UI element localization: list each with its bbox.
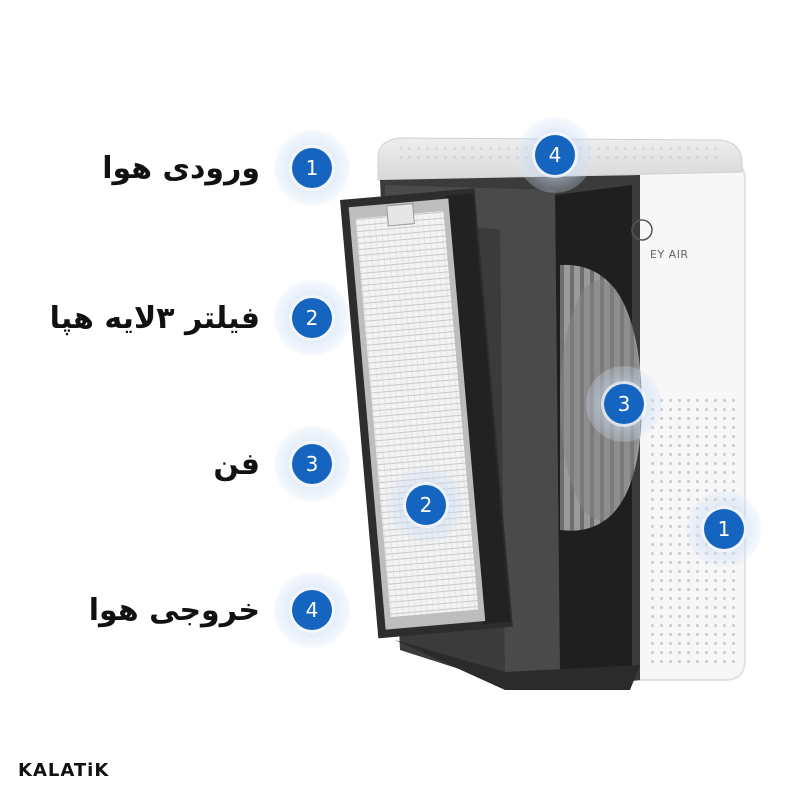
callout-outlet: 4 (517, 117, 593, 193)
callout-badge-1: 1 (704, 509, 744, 549)
callout-inlet: 1 (686, 491, 762, 567)
callout-badge-3: 3 (604, 384, 644, 424)
legend-label-fan: فن (213, 446, 260, 482)
legend-badge-3: 3 (292, 444, 332, 484)
legend-item-3: فن 3 (150, 426, 350, 502)
legend-badge-halo: 4 (274, 572, 350, 648)
brand-logo-circle (631, 219, 653, 241)
watermark-logo: KALATiK (18, 760, 110, 781)
legend-badge-4: 4 (292, 590, 332, 630)
legend-label-air-inlet: ورودی هوا (102, 150, 260, 186)
door-panel (385, 185, 560, 685)
legend-label-hepa-filter: فیلتر ۳لایه هپا (49, 300, 260, 336)
legend-badge-2: 2 (292, 298, 332, 338)
callout-badge-2: 2 (406, 485, 446, 525)
device-brand-text: EY AIR (650, 248, 689, 261)
legend-item-1: ورودی هوا 1 (80, 130, 350, 206)
legend-label-air-outlet: خروجی هوا (88, 592, 260, 628)
legend-badge-halo: 1 (274, 130, 350, 206)
legend-badge-halo: 3 (274, 426, 350, 502)
legend-item-4: خروجی هوا 4 (70, 572, 350, 648)
callout-fan: 3 (586, 366, 662, 442)
callout-badge-4: 4 (535, 135, 575, 175)
legend-badge-halo: 2 (274, 280, 350, 356)
legend-item-2: فیلتر ۳لایه هپا 2 (10, 280, 350, 356)
callout-filter: 2 (388, 467, 464, 543)
base (395, 640, 640, 690)
legend-badge-1: 1 (292, 148, 332, 188)
